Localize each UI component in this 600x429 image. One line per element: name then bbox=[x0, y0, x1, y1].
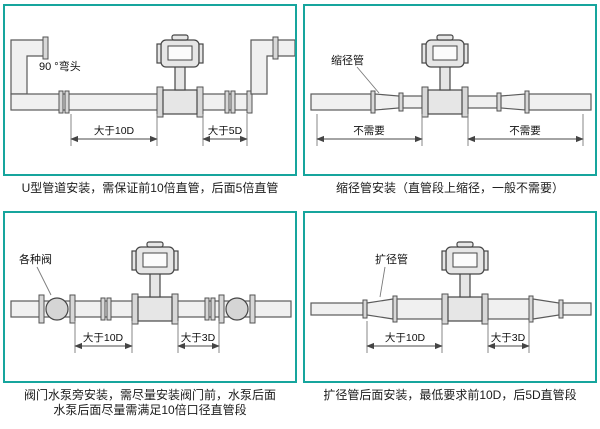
dimension-upstream: 大于10D bbox=[366, 320, 443, 353]
top-row: 90 °弯头 大于10D 大于5D U型管道安装，需保证前10倍 bbox=[0, 2, 600, 197]
caption-reducer: 缩径管安装（直管段上缩径，一般不需要） bbox=[335, 181, 564, 195]
pipe-assembly bbox=[10, 36, 295, 114]
diagram-frame-valve: 各种阀 大于10D 大于3D bbox=[3, 210, 297, 383]
pipe-assembly bbox=[310, 295, 592, 323]
leader-line bbox=[379, 266, 386, 297]
leader-line bbox=[356, 66, 380, 94]
caption-u-type: U型管道安装，需保证前10倍直管，后面5倍直管 bbox=[21, 181, 279, 195]
dimension-downstream: 大于3D bbox=[177, 320, 220, 353]
valve-downstream bbox=[218, 293, 256, 324]
component-label: 扩径管 bbox=[375, 252, 408, 266]
flowmeter bbox=[131, 240, 179, 325]
caption-expander: 扩径管后面安装，最低要求前10D，后5D直管段 bbox=[323, 387, 577, 402]
dimension-upstream: 大于10D bbox=[70, 114, 158, 146]
diagram-frame-reducer: 缩径管 不需要 不需要 bbox=[303, 4, 597, 176]
dim-label-upstream: 大于10D bbox=[83, 331, 124, 344]
pipe-assembly bbox=[310, 90, 592, 114]
flowmeter bbox=[421, 34, 469, 118]
component-label: 各种阀 bbox=[19, 252, 52, 266]
bottom-row: 各种阀 大于10D 大于3D bbox=[0, 209, 600, 419]
dimension-downstream: 不需要 bbox=[467, 114, 584, 146]
reducer-diagram: 缩径管 不需要 不需要 bbox=[310, 34, 592, 146]
dim-label-upstream: 不需要 bbox=[353, 125, 385, 137]
diagram-frame-expander: 扩径管 大于10D 大于3D bbox=[303, 210, 597, 383]
diagram-frame-u-type: 90 °弯头 大于10D 大于5D bbox=[3, 4, 297, 176]
valve-upstream bbox=[38, 293, 76, 324]
panel-valve: 各种阀 大于10D 大于3D bbox=[0, 209, 300, 419]
caption-valve-line1: 阀门水泵旁安装，需尽量安装阀门前，水泵后面 bbox=[23, 387, 276, 402]
dimension-downstream: 大于5D bbox=[202, 114, 248, 146]
expander-diagram: 扩径管 大于10D 大于3D bbox=[310, 240, 592, 353]
dim-label-downstream: 大于3D bbox=[491, 331, 526, 344]
dim-label-downstream: 不需要 bbox=[509, 125, 541, 137]
panel-reducer: 缩径管 不需要 不需要 缩径管安装（直管段 bbox=[300, 2, 600, 197]
panel-u-type: 90 °弯头 大于10D 大于5D U型管道安装，需保证前10倍 bbox=[0, 2, 300, 197]
panel-expander: 扩径管 大于10D 大于3D 扩径管后面安 bbox=[300, 209, 600, 419]
component-label: 90 °弯头 bbox=[39, 59, 81, 73]
dimension-upstream: 大于10D bbox=[74, 320, 133, 353]
dimension-upstream: 不需要 bbox=[316, 114, 423, 146]
u-type-diagram: 90 °弯头 大于10D 大于5D bbox=[10, 34, 295, 146]
caption-valve-line2: 水泵后面尽量需满足10倍口径直管段 bbox=[53, 403, 247, 418]
dim-label-downstream: 大于5D bbox=[208, 124, 243, 137]
component-label: 缩径管 bbox=[331, 53, 364, 67]
flowmeter bbox=[156, 34, 204, 118]
caption-valve: 阀门水泵旁安装，需尽量安装阀门前，水泵后面 水泵后面尽量需满足10倍口径直管段 bbox=[3, 383, 297, 419]
dim-label-upstream: 大于10D bbox=[94, 124, 135, 137]
valve-diagram: 各种阀 大于10D 大于3D bbox=[10, 240, 292, 353]
dim-label-downstream: 大于3D bbox=[181, 331, 216, 344]
dimension-downstream: 大于3D bbox=[487, 320, 530, 353]
dim-label-upstream: 大于10D bbox=[385, 331, 426, 344]
leader-line bbox=[36, 266, 52, 295]
flowmeter bbox=[441, 240, 489, 325]
